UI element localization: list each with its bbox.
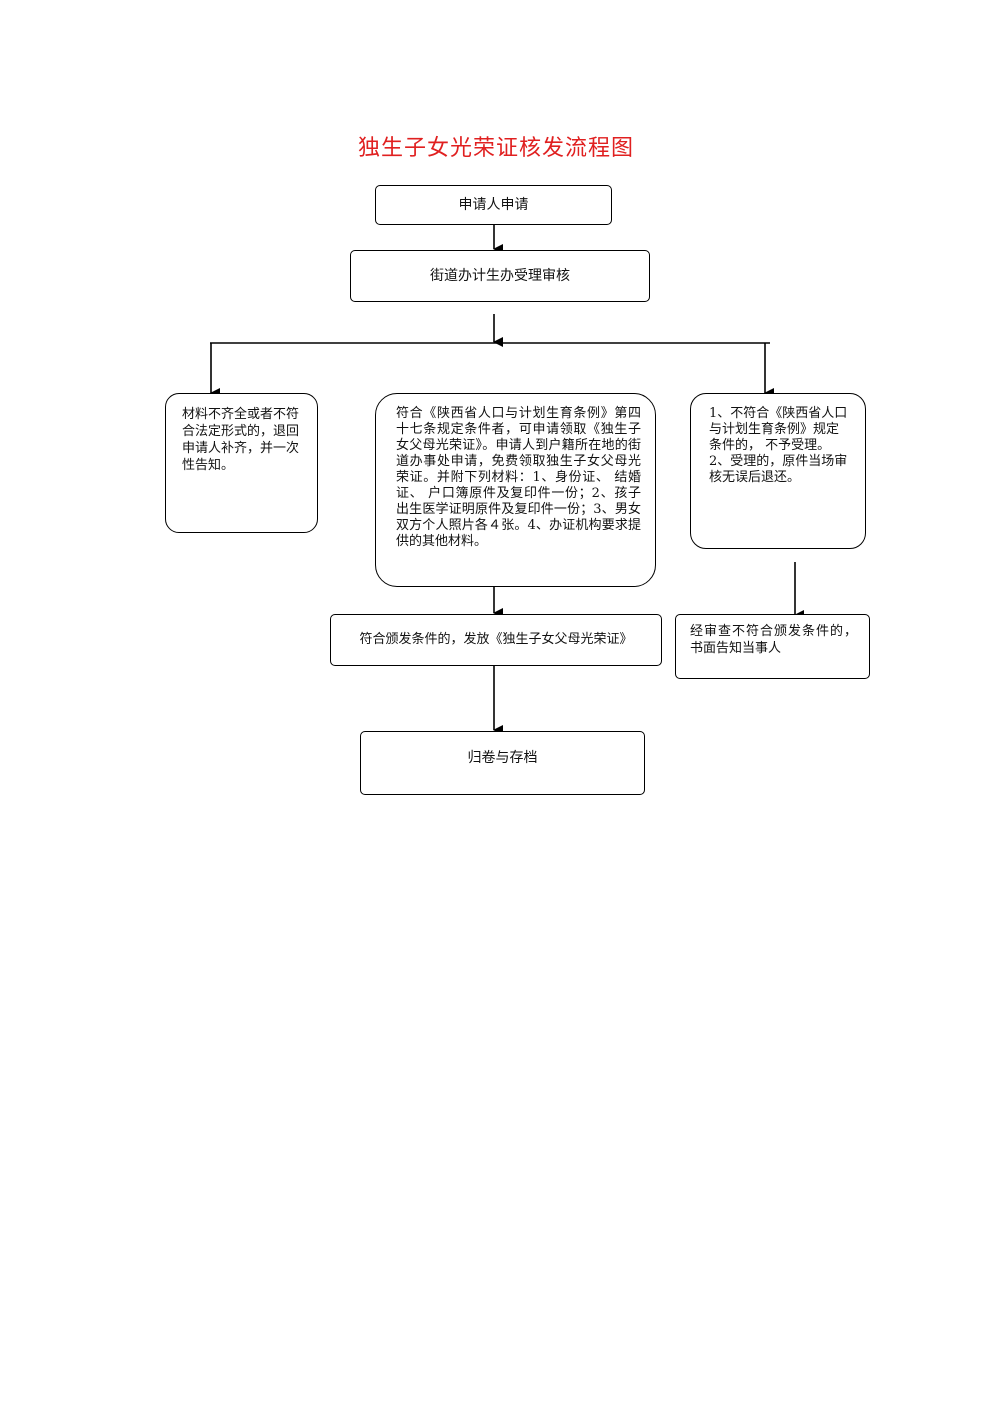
- node-issue: 符合颁发条件的，发放《独生子女父母光荣证》: [330, 614, 662, 666]
- node-notify: 经审查不符合颁发条件的，书面告知当事人: [675, 614, 870, 679]
- node-archive-text: 归卷与存档: [467, 750, 538, 766]
- node-incomplete: 材料不齐全或者不符合法定形式的，退回申请人补齐，并一次性告知。: [165, 393, 318, 533]
- node-review-text: 街道办计生办受理审核: [430, 268, 570, 284]
- node-issue-text: 符合颁发条件的，发放《独生子女父母光荣证》: [359, 632, 633, 647]
- node-review: 街道办计生办受理审核: [350, 250, 650, 302]
- node-eligible: 符合《陕西省人口与计划生育条例》第四十七条规定条件者，可申请领取《独生子女父母光…: [375, 393, 656, 587]
- node-apply: 申请人申请: [375, 185, 612, 225]
- node-archive: 归卷与存档: [360, 731, 645, 795]
- node-incomplete-text: 材料不齐全或者不符合法定形式的，退回申请人补齐，并一次性告知。: [182, 407, 300, 473]
- node-eligible-text: 符合《陕西省人口与计划生育条例》第四十七条规定条件者，可申请领取《独生子女父母光…: [396, 406, 641, 549]
- node-notify-text: 经审查不符合颁发条件的，书面告知当事人: [690, 624, 857, 656]
- node-apply-text: 申请人申请: [458, 197, 529, 213]
- node-ineligible: 1、不符合《陕西省人口与计划生育条例》规定条件的， 不予受理。 2、受理的，原件…: [690, 393, 866, 549]
- node-ineligible-text: 1、不符合《陕西省人口与计划生育条例》规定条件的， 不予受理。 2、受理的，原件…: [709, 406, 848, 485]
- page-title: 独生子女光荣证核发流程图: [357, 136, 634, 161]
